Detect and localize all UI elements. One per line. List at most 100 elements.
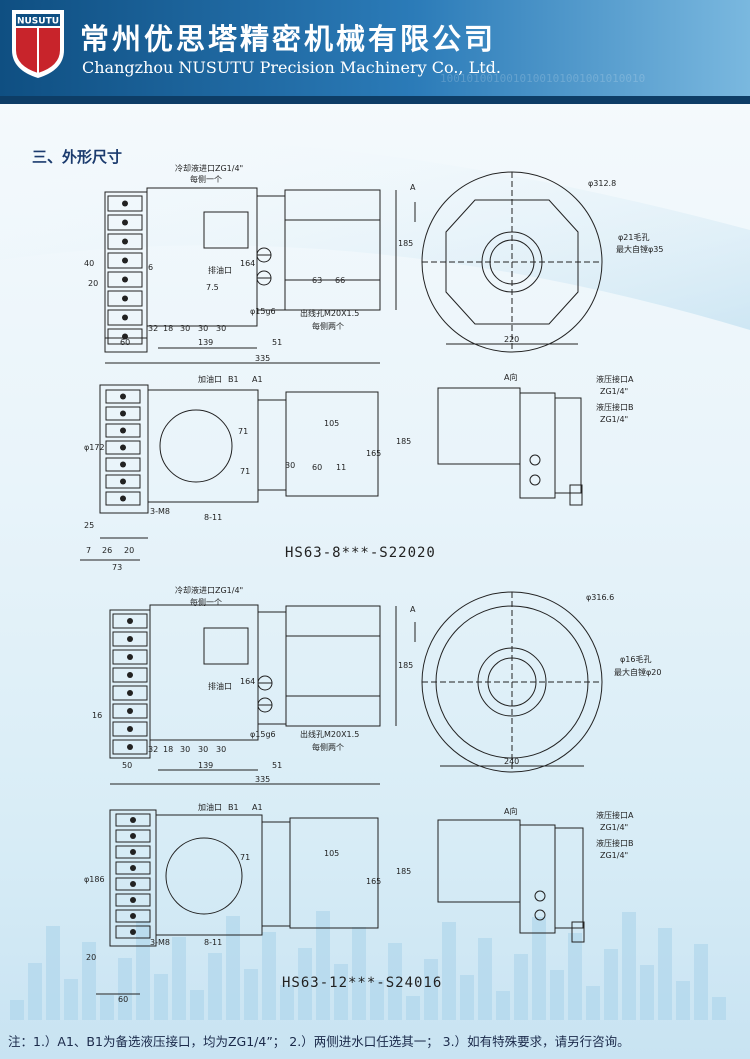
d1-dim-71: 71: [238, 427, 248, 436]
d1-model: HS63-8***-S22020: [285, 545, 436, 561]
d2-max-bore: 最大自镗φ20: [614, 667, 661, 677]
tool-block: [115, 861, 151, 875]
d1-view-a-dir: A向: [504, 372, 517, 382]
tool-block: [115, 829, 151, 843]
d2-zg-a: ZG1/4": [600, 823, 628, 832]
d1-coolant-label: 冷却液进口ZG1/4": [175, 163, 243, 173]
bolt-hole: [122, 314, 128, 321]
tool-block: [105, 474, 141, 489]
d1-oil-drain: 排油口: [208, 265, 232, 275]
d1-zg-a: ZG1/4": [600, 387, 628, 396]
tool-block: [107, 214, 143, 231]
bolt-hole: [120, 427, 126, 434]
bolt-hole: [122, 295, 128, 302]
d2-model: HS63-12***-S24016: [282, 975, 443, 991]
d2-dim-20: 20: [86, 953, 96, 962]
tool-block: [115, 925, 151, 939]
a-view-2: [437, 819, 585, 943]
bolt-hole: [130, 849, 136, 855]
d1-dim-51: 51: [272, 338, 282, 347]
bolt-hole: [127, 744, 133, 750]
d2-view-a: A: [410, 605, 416, 614]
d2-dim-164: 164: [240, 677, 255, 686]
eq-bar: [82, 942, 96, 1020]
d2-coolant-label: 冷却液进口ZG1/4": [175, 585, 243, 595]
binary-decoration: 1001010010010100101001001010010: [440, 72, 646, 85]
tool-block: [107, 309, 143, 326]
d2-dim-185b: 185: [396, 867, 411, 876]
bolt-hole: [120, 495, 126, 502]
d1-dim-40: 40: [84, 259, 94, 268]
bolt-hole: [122, 200, 128, 207]
d2-dim-71: 71: [240, 853, 250, 862]
eq-bar: [514, 954, 528, 1020]
bolt-hole: [127, 726, 133, 732]
eq-bar: [658, 928, 672, 1020]
d2-dia-186: φ186: [84, 875, 105, 884]
eq-bar: [262, 932, 276, 1020]
eq-bar: [10, 1000, 24, 1020]
d1-dim-30a: 30: [180, 324, 190, 333]
tool-block: [112, 649, 148, 665]
bolt-hole: [120, 444, 126, 451]
tool-block: [115, 877, 151, 891]
d2-dim-139: 139: [198, 761, 213, 770]
eq-bar: [352, 927, 366, 1020]
d1-view-a: A: [410, 183, 416, 192]
d1-coolant-each: 每侧一个: [190, 174, 222, 184]
tool-block: [107, 290, 143, 307]
d1-dim-32: 32: [148, 324, 158, 333]
d1-outlet-each: 每侧两个: [312, 321, 344, 331]
bolt-hole: [130, 881, 136, 887]
company-name-cn: 常州优思塔精密机械有限公司: [80, 22, 497, 56]
d2-dim-18: 18: [163, 745, 173, 754]
d1-front-dia: φ312.8: [588, 179, 616, 188]
bolt-hole: [130, 817, 136, 823]
eq-bar: [64, 979, 78, 1020]
d1-dim-220: 220: [504, 335, 519, 344]
eq-bar: [496, 991, 510, 1020]
eq-bar: [280, 985, 294, 1020]
d2-dim-240: 240: [504, 757, 519, 766]
header-stripe: [0, 96, 750, 104]
d2-dim-185: 185: [398, 661, 413, 670]
d2-view-a-dir: A向: [504, 806, 517, 816]
tool-block: [107, 195, 143, 212]
top-view-2: [96, 809, 379, 995]
tool-block: [115, 909, 151, 923]
bolt-hole: [122, 276, 128, 283]
d2-dim-50: 50: [122, 761, 132, 770]
tool-block: [112, 703, 148, 719]
eq-bar: [100, 995, 114, 1020]
eq-bar: [550, 970, 564, 1020]
tool-block: [105, 423, 141, 438]
bolt-hole: [122, 219, 128, 226]
tool-block: [112, 667, 148, 683]
d1-dim-30b: 30: [198, 324, 208, 333]
eq-bar: [316, 911, 330, 1020]
d2-oil-drain: 排油口: [208, 681, 232, 691]
eq-bar: [478, 938, 492, 1020]
d1-hyd-b: 液压接口B: [596, 402, 634, 412]
tool-block: [107, 252, 143, 269]
d2-dim-32: 32: [148, 745, 158, 754]
eq-bar: [532, 917, 546, 1020]
d1-dim-105: 105: [324, 419, 339, 428]
tool-block: [107, 271, 143, 288]
d2-dim-30a: 30: [180, 745, 190, 754]
d1-dim-60b: 60: [312, 463, 322, 472]
side-view-2: [109, 604, 397, 785]
eq-bar: [298, 948, 312, 1020]
page-header: NUSUTU 常州优思塔精密机械有限公司 Changzhou NUSUTU Pr…: [0, 0, 750, 104]
eq-bar: [370, 980, 384, 1020]
d1-m8: 3-M8: [150, 507, 170, 516]
d2-dim-335: 335: [255, 775, 270, 784]
d1-dim-60: 60: [120, 338, 130, 347]
bolt-hole: [127, 618, 133, 624]
d1-max-bore: 最大自镗φ35: [616, 244, 663, 254]
eq-bar: [226, 916, 240, 1020]
d1-a1: A1: [252, 375, 263, 384]
bolt-hole: [127, 690, 133, 696]
eq-bar: [604, 949, 618, 1020]
bolt-hole: [122, 257, 128, 264]
